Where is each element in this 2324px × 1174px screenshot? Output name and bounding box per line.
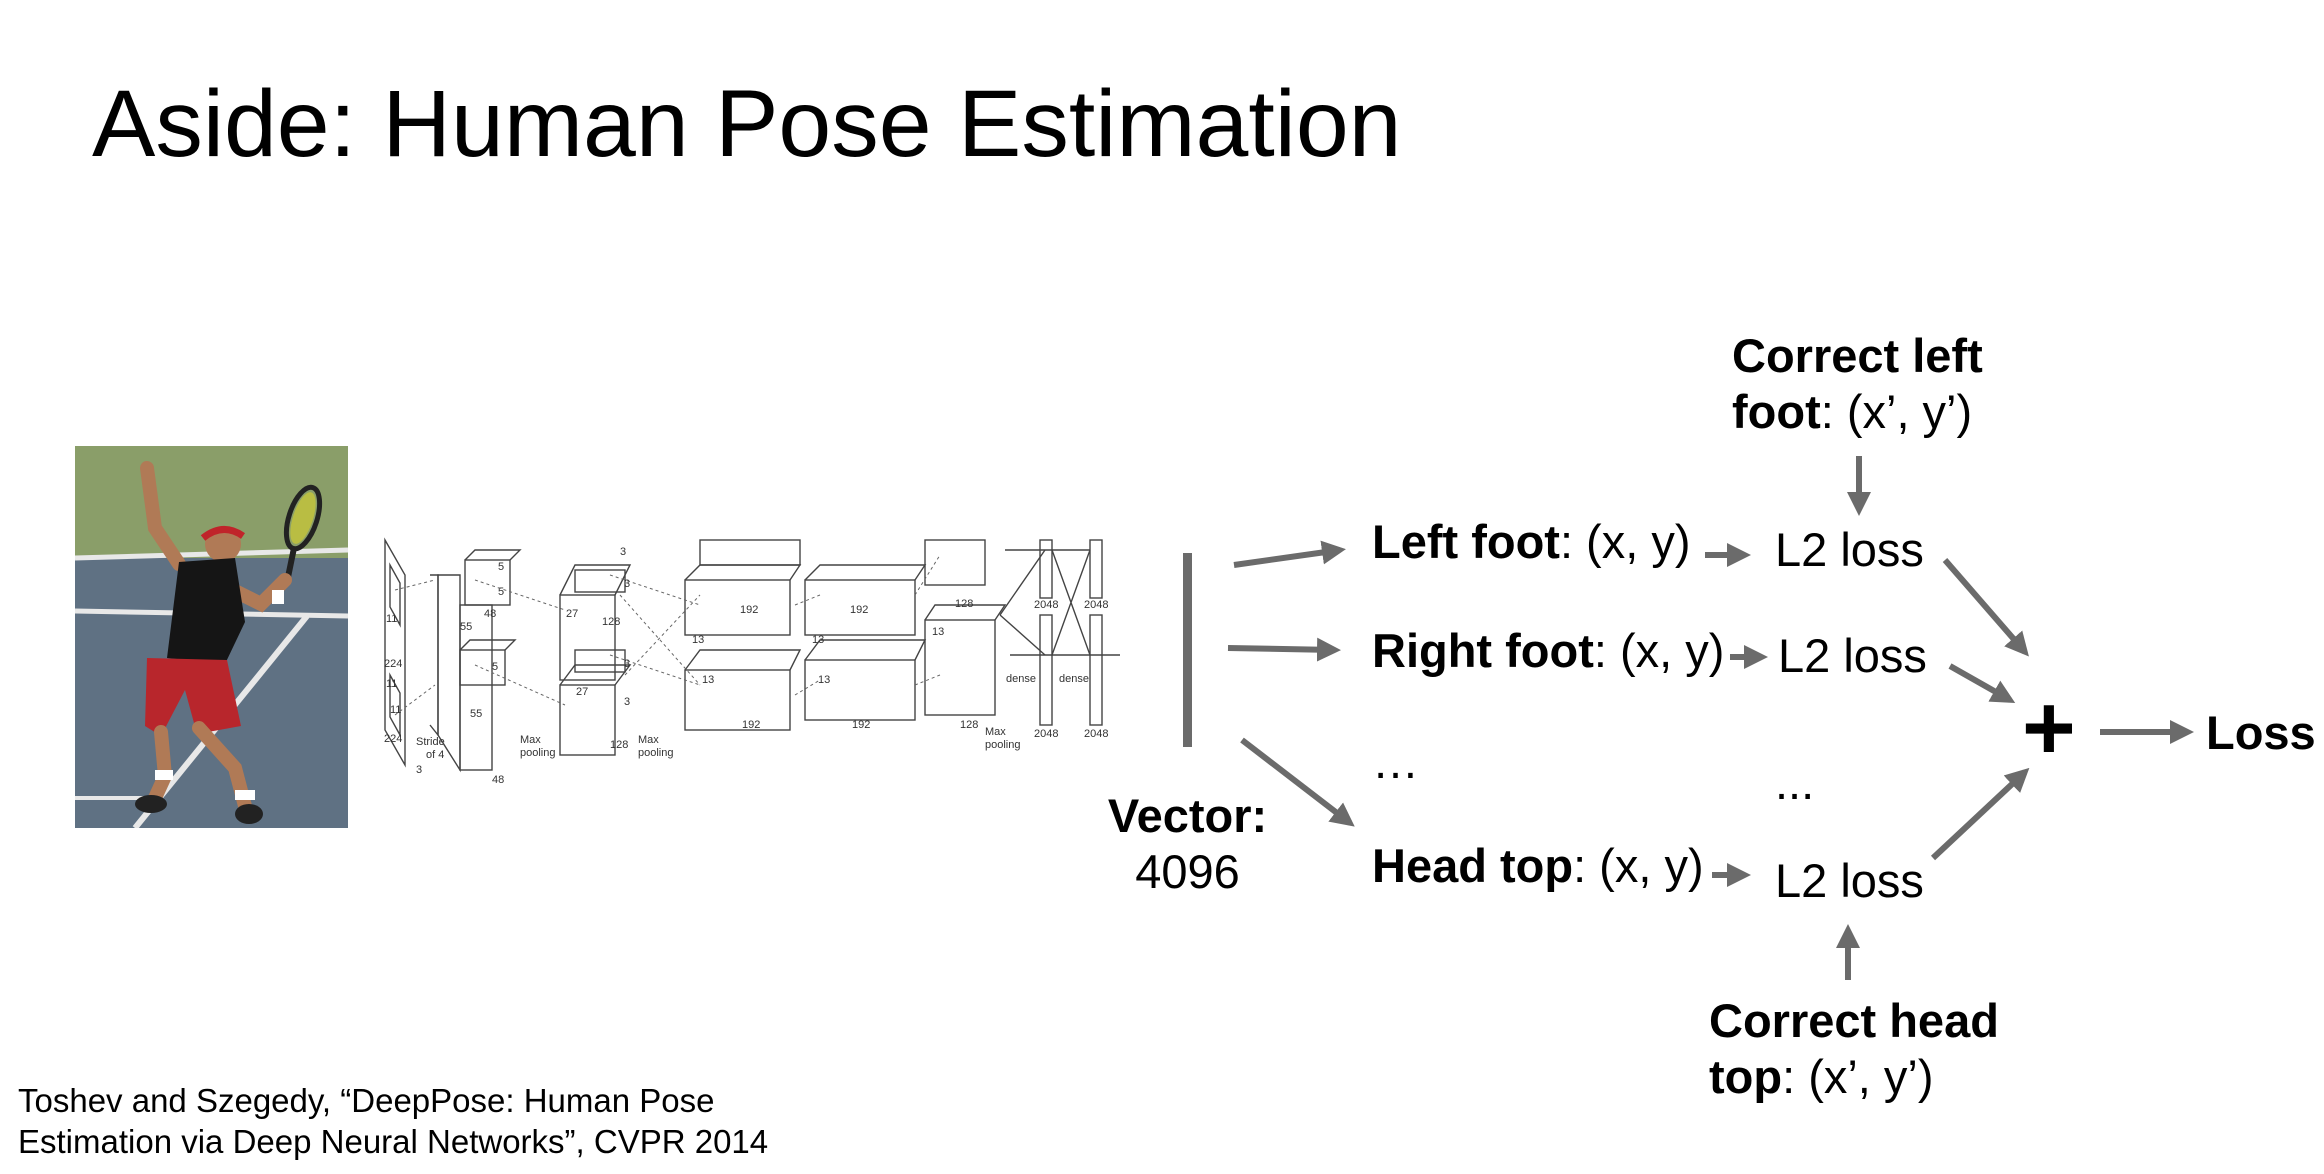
arrow-vector-to-left-foot — [1234, 550, 1340, 565]
arrow-loss2-to-sum — [1950, 666, 2010, 700]
citation-line: Estimation via Deep Neural Networks”, CV… — [18, 1121, 768, 1162]
arrow-loss1-to-sum — [1945, 560, 2025, 652]
arrow-vector-to-head-top — [1242, 740, 1350, 823]
arrow-loss4-to-sum — [1933, 772, 2025, 858]
citation-line: Toshev and Szegedy, “DeepPose: Human Pos… — [18, 1080, 768, 1121]
arrow-vector-to-right-foot — [1228, 648, 1335, 650]
citation: Toshev and Szegedy, “DeepPose: Human Pos… — [18, 1080, 768, 1163]
